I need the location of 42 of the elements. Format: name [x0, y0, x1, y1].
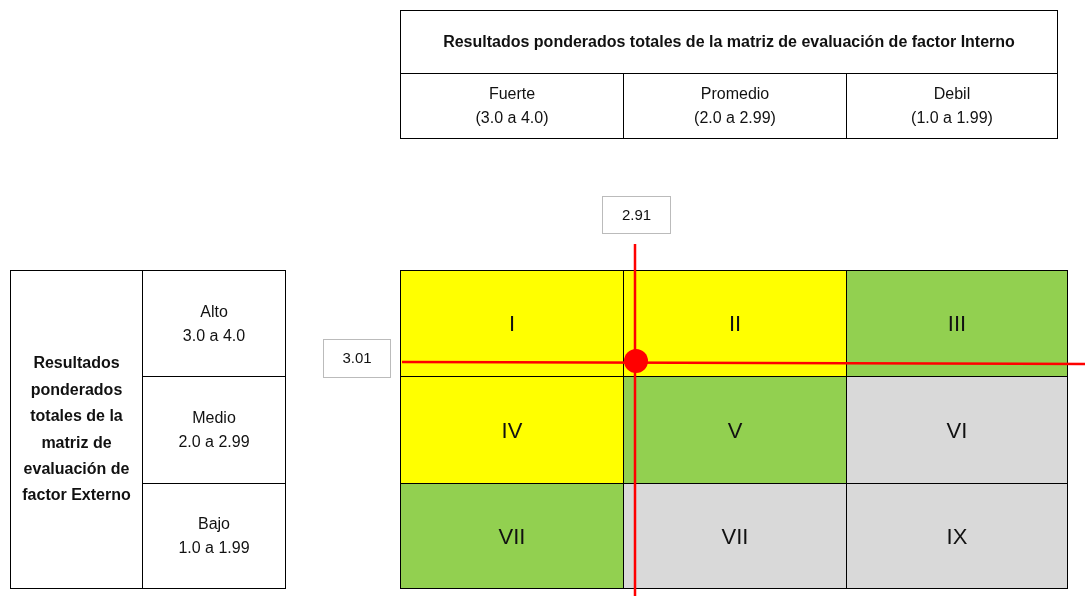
cell-text: 3.0 a 4.0	[182, 325, 246, 346]
cell-text: Debil	[933, 84, 971, 104]
matrix-quadrant	[400, 270, 624, 377]
cell-text: 2.0 a 2.99	[178, 432, 250, 452]
matrix-quadrant	[846, 483, 1068, 589]
value-label: 3.01	[342, 348, 372, 369]
table-cell	[846, 73, 1058, 139]
quadrant-numeral: II	[728, 310, 742, 338]
table-cell	[400, 73, 624, 139]
quadrant-numeral: VII	[721, 522, 749, 551]
quadrant-numeral: VI	[946, 416, 968, 445]
cell-text: Fuerte	[488, 84, 536, 104]
matrix-quadrant	[400, 483, 624, 589]
matrix-quadrant	[623, 270, 847, 377]
table-header-cell	[400, 10, 1058, 74]
quadrant-numeral: VII	[498, 522, 526, 551]
cell-text: 1.0 a 1.99	[178, 538, 250, 558]
matrix-quadrant	[623, 483, 847, 589]
table-cell	[142, 270, 286, 377]
cell-text: (2.0 a 2.99)	[694, 108, 776, 128]
header-text: Resultados ponderados totales de la matriz de evaluación de factor Externo	[21, 353, 132, 506]
table-cell	[142, 483, 286, 589]
quadrant-numeral: IV	[501, 416, 523, 445]
matrix-quadrant	[846, 270, 1068, 377]
cell-text: (1.0 a 1.99)	[911, 108, 993, 128]
matrix-quadrant	[623, 376, 847, 484]
cell-text: Bajo	[198, 514, 230, 534]
cell-text: Promedio	[700, 84, 770, 104]
cell-text: (3.0 a 4.0)	[475, 108, 549, 128]
cell-text: Alto	[200, 301, 228, 322]
quadrant-numeral: IX	[946, 522, 968, 551]
value-box	[602, 196, 671, 234]
cell-text: Medio	[192, 408, 236, 428]
header-text: Resultados ponderados totales de la matriz de evaluación de factor Interno	[443, 31, 1015, 52]
value-box	[323, 339, 391, 378]
table-header-cell	[10, 270, 143, 589]
matrix-quadrant	[400, 376, 624, 484]
quadrant-numeral: I	[508, 310, 516, 338]
value-label: 2.91	[621, 204, 652, 225]
quadrant-numeral: III	[947, 310, 967, 338]
matrix-quadrant	[846, 376, 1068, 484]
quadrant-numeral: V	[727, 416, 743, 445]
